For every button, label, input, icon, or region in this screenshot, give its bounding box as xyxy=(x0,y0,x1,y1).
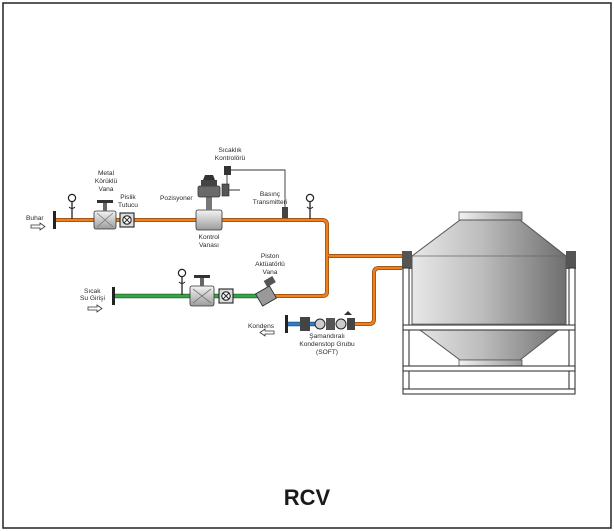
svg-text:Vana: Vana xyxy=(263,269,278,276)
condensate-flow-arrow xyxy=(259,328,275,337)
svg-text:Sıcak: Sıcak xyxy=(84,288,101,295)
label-sicak-su-girisi: Sıcak Su Girişi xyxy=(80,288,105,302)
svg-text:Şamandıralı: Şamandıralı xyxy=(309,333,345,340)
pressure-transmitter-icon xyxy=(282,207,288,218)
positioner-icon xyxy=(221,183,240,197)
svg-text:Kontrolörü: Kontrolörü xyxy=(215,155,246,162)
tank-frame xyxy=(402,267,576,395)
label-pislik-tutucu: Pislik Tutucu xyxy=(118,194,138,209)
steam-flow-arrow xyxy=(30,222,46,231)
diagram-title: RCV xyxy=(284,485,331,510)
svg-text:Vanası: Vanası xyxy=(199,242,219,249)
label-metal-vana: Metal Körüklü Vana xyxy=(95,170,118,193)
svg-text:Kondenstop Grubu: Kondenstop Grubu xyxy=(299,341,355,348)
condensate-outlet-flange xyxy=(285,315,288,333)
svg-text:Aktüatörlü: Aktüatörlü xyxy=(255,261,285,268)
svg-text:Metal: Metal xyxy=(98,170,115,177)
svg-text:Vana: Vana xyxy=(99,186,114,193)
svg-text:Transmitteri: Transmitteri xyxy=(253,199,288,206)
label-buhar: Buhar xyxy=(26,215,44,222)
label-kontrol-vanasi: Kontrol Vanası xyxy=(199,234,220,249)
pressure-gauge-icon xyxy=(67,193,77,219)
label-kondens: Kondens xyxy=(248,323,275,330)
label-basinc-transmitteri: Basınç Transmitteri xyxy=(253,191,288,206)
float-steam-trap-group-icon xyxy=(300,311,355,331)
label-samandirali-kondenstop: Şamandıralı Kondenstop Grubu (SOFT) xyxy=(299,333,355,356)
label-pozisyoner: Pozisyoner xyxy=(160,195,193,202)
water-inlet-flange xyxy=(112,287,115,305)
piston-actuated-valve-icon xyxy=(255,276,277,307)
water-valve-icon xyxy=(189,275,215,307)
strainer-icon xyxy=(218,288,234,304)
metal-bellows-valve-icon xyxy=(93,200,117,230)
svg-text:Su Girişi: Su Girişi xyxy=(80,295,105,302)
svg-text:Basınç: Basınç xyxy=(260,191,281,198)
pressure-gauge-icon xyxy=(305,193,315,219)
svg-text:Sıcaklık: Sıcaklık xyxy=(218,147,242,154)
svg-text:Piston: Piston xyxy=(261,253,280,260)
svg-text:Tutucu: Tutucu xyxy=(118,202,138,209)
label-piston-vana: Piston Aktüatörlü Vana xyxy=(255,253,285,276)
control-valve-icon xyxy=(195,175,223,231)
reactor-tank xyxy=(402,211,576,367)
water-flow-arrow xyxy=(87,304,103,313)
svg-text:Kontrol: Kontrol xyxy=(199,234,220,241)
svg-text:(SOFT): (SOFT) xyxy=(316,349,338,356)
steam-inlet-flange xyxy=(53,211,56,229)
temperature-controller-icon xyxy=(224,166,286,210)
svg-text:Körüklü: Körüklü xyxy=(95,178,118,185)
strainer-icon xyxy=(119,212,135,228)
steam-line xyxy=(56,218,402,326)
pressure-gauge-icon xyxy=(177,268,187,295)
svg-text:Pislik: Pislik xyxy=(120,194,136,201)
label-sicaklik-kontroloru: Sıcaklık Kontrolörü xyxy=(215,147,246,162)
